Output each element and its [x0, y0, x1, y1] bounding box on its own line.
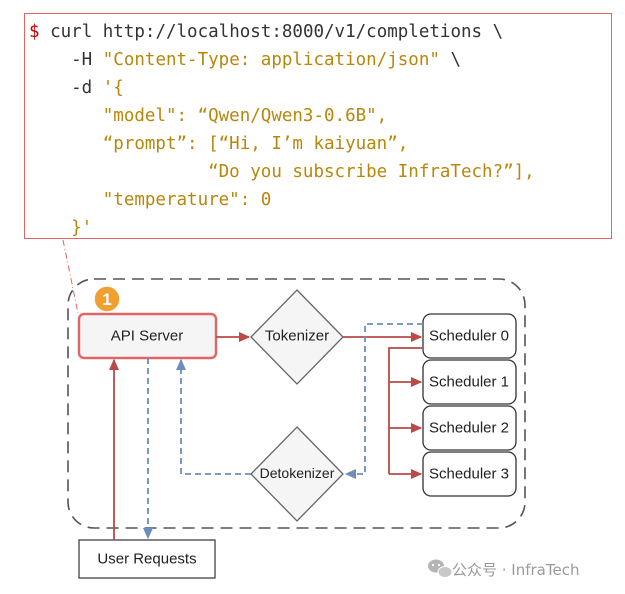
code-line-8: }'	[29, 218, 93, 238]
code-line-3-string: '{	[102, 78, 124, 98]
shell-prompt-symbol: $	[29, 22, 40, 42]
scheduler-3-label: Scheduler 3	[428, 465, 510, 483]
watermark: 公众号 · InfraTech	[452, 558, 579, 580]
code-line-1: curl http://localhost:8000/v1/completion…	[39, 22, 504, 42]
code-line-2-suffix: \	[439, 50, 461, 70]
code-line-7: "temperature": 0	[29, 190, 272, 210]
tokenizer-label: Tokenizer	[264, 327, 330, 345]
step-badge: 1	[93, 285, 121, 313]
wechat-icon	[428, 559, 453, 578]
scheduler-0-label: Scheduler 0	[428, 327, 510, 345]
scheduler-2-node	[422, 405, 517, 451]
step-badge-label: 1	[102, 290, 111, 309]
user-requests-label: User Requests	[97, 550, 197, 568]
code-line-4: "model": “Qwen/Qwen3-0.6B",	[29, 106, 388, 126]
scheduler-fanout-trunk	[388, 347, 423, 474]
code-line-6: “Do you subscribe InfraTech?”],	[29, 162, 535, 182]
code-line-2-prefix: -H	[29, 50, 103, 70]
tokenizer-node	[250, 289, 344, 385]
code-line-5: “prompt”: [“Hi, I’m kaiyuan”,	[29, 134, 409, 154]
detokenizer-to-api-arrow	[175, 358, 251, 475]
code-line-2-string: "Content-Type: application/json"	[102, 50, 440, 70]
engine-group-container	[67, 278, 526, 529]
scheduler-3-node	[422, 451, 517, 497]
scheduler-0-node	[422, 313, 517, 359]
user-requests-node	[78, 539, 216, 579]
detokenizer-label: Detokenizer	[259, 465, 335, 481]
scheduler-2-label: Scheduler 2	[428, 419, 510, 437]
code-line-3-prefix: -d	[29, 78, 103, 98]
scheduler0-to-detokenizer-arrow	[344, 323, 423, 480]
scheduler-1-node	[422, 359, 517, 405]
scheduler-1-label: Scheduler 1	[428, 373, 510, 391]
curl-command: $ curl http://localhost:8000/v1/completi…	[29, 18, 535, 242]
watermark-text: 公众号 · InfraTech	[452, 560, 580, 579]
curl-command-box: $ curl http://localhost:8000/v1/completi…	[24, 13, 612, 239]
callout-connector	[62, 239, 79, 314]
detokenizer-node	[250, 426, 344, 522]
api-server-label: API Server	[110, 327, 184, 345]
